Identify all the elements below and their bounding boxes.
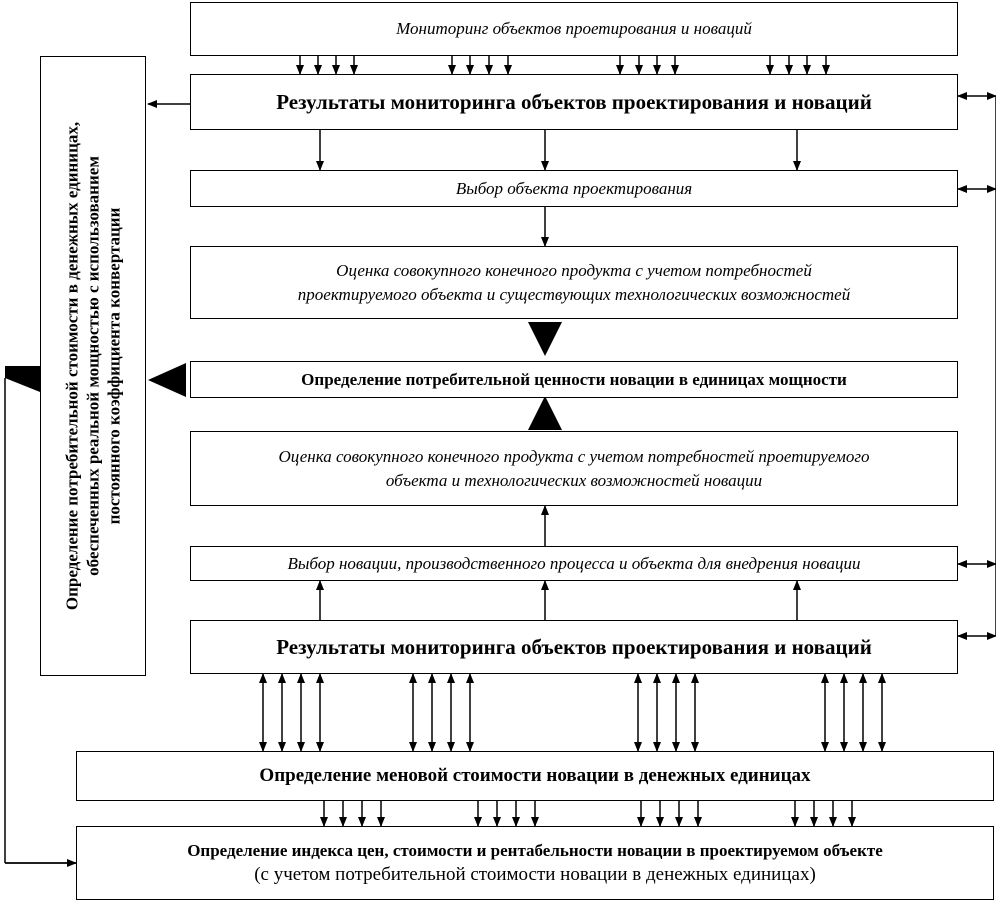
big-arrow-left-icon <box>148 363 186 397</box>
index-line2: (с учетом потребительной стоимости новац… <box>254 864 816 885</box>
choose-novation-label: Выбор новации, производственного процесс… <box>287 553 861 573</box>
assess-object-box: Оценка совокупного конечного продукта с … <box>190 246 958 319</box>
consumer-value-label: Определение потребительной ценности нова… <box>301 369 847 389</box>
side-text: Определение потребительной стоимости в д… <box>62 61 125 671</box>
consumer-value-box: Определение потребительной ценности нова… <box>190 361 958 398</box>
choose-object-box: Выбор объекта проектирования <box>190 170 958 207</box>
results-bottom-box: Результаты мониторинга объектов проектир… <box>190 620 958 674</box>
exchange-value-label: Определение меновой стоимости новации в … <box>259 765 811 786</box>
side-line3: постоянного коэффициента конвертации <box>104 207 124 525</box>
choose-object-label: Выбор объекта проектирования <box>455 178 693 198</box>
monitoring-box: Мониторинг объектов проетирования и нова… <box>190 2 958 56</box>
side-line1: Определение потребительной стоимости в д… <box>62 121 82 611</box>
index-box: Определение индекса цен, стоимости и рен… <box>76 826 994 900</box>
side-line2: обеспеченных реальной мощностью с исполь… <box>83 156 103 576</box>
choose-novation-box: Выбор новации, производственного процесс… <box>190 546 958 581</box>
assess-object-line2: проектируемого объекта и существующих те… <box>297 284 851 304</box>
assess-novation-box: Оценка совокупного конечного продукта с … <box>190 431 958 506</box>
monitoring-label: Мониторинг объектов проетирования и нова… <box>396 19 752 38</box>
side-box: Определение потребительной стоимости в д… <box>40 56 146 676</box>
results-top-box: Результаты мониторинга объектов проектир… <box>190 74 958 130</box>
assess-novation-line1: Оценка совокупного конечного продукта с … <box>278 446 870 466</box>
assess-novation-line2: объекта и технологических возможностей н… <box>385 470 763 490</box>
exchange-value-box: Определение меновой стоимости новации в … <box>76 751 994 801</box>
big-arrow-up-icon <box>528 396 562 430</box>
big-arrow-down-icon <box>528 322 562 356</box>
results-top-label: Результаты мониторинга объектов проектир… <box>276 89 872 114</box>
loop-arrowhead-icon <box>5 366 40 392</box>
index-line1: Определение индекса цен, стоимости и рен… <box>187 841 883 860</box>
results-bottom-label: Результаты мониторинга объектов проектир… <box>276 634 872 659</box>
assess-object-line1: Оценка совокупного конечного продукта с … <box>336 260 812 280</box>
